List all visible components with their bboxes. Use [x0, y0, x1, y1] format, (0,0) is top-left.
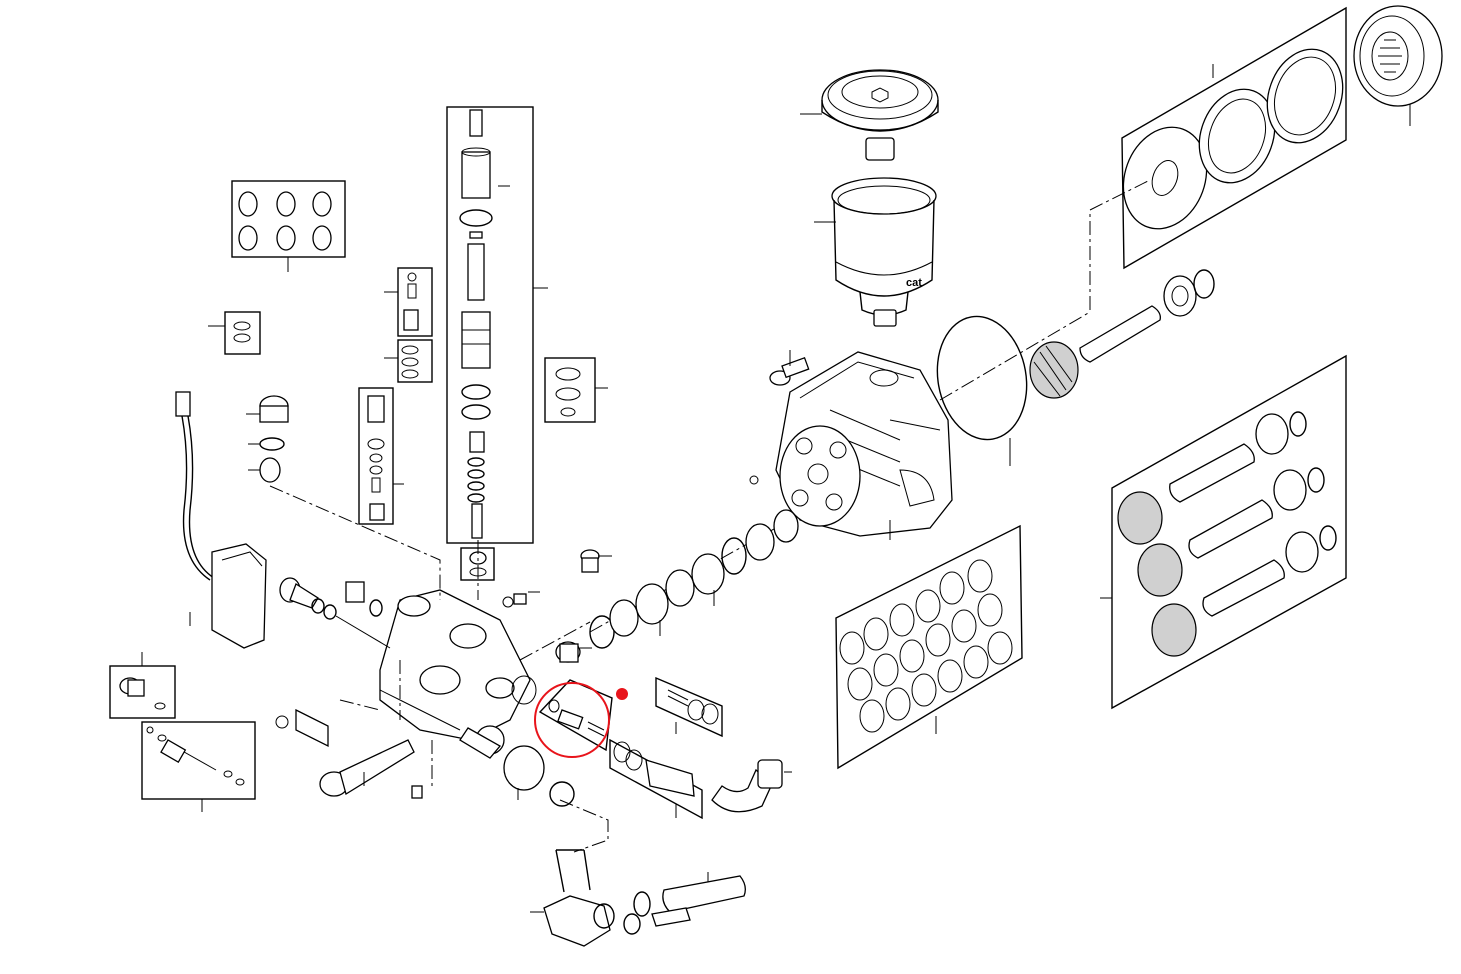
inlet-valve[interactable]	[555, 641, 592, 663]
screw-washer[interactable]	[502, 591, 540, 608]
packing-seal-stack[interactable]	[589, 475, 799, 649]
assembly-guide-lines	[269, 485, 609, 853]
nozzle-set-box[interactable]	[231, 180, 346, 272]
pressure-switch[interactable]	[189, 543, 267, 649]
plunger-spring-kit[interactable]	[1100, 354, 1347, 710]
outlet-fitting-kit[interactable]	[609, 738, 703, 820]
check-valve-kit[interactable]	[538, 679, 613, 752]
brand-logo: cat	[906, 277, 922, 289]
label-plate[interactable]	[275, 708, 329, 748]
cap-nut[interactable]	[246, 395, 289, 483]
hose-section[interactable]	[651, 872, 746, 927]
elbow-fitting[interactable]	[711, 759, 792, 813]
bolt-long[interactable]	[319, 739, 415, 797]
o-ring-trio-box[interactable]	[384, 339, 433, 383]
pump-manifold[interactable]	[379, 589, 537, 741]
crankcase-bolt[interactable]	[769, 350, 810, 386]
valve-spring-kit[interactable]	[655, 676, 723, 738]
valve-seat-box[interactable]	[384, 267, 433, 337]
wiring-harness[interactable]	[175, 391, 215, 581]
marker-dot	[616, 688, 628, 700]
bypass-valve-box[interactable]	[141, 721, 256, 812]
seal-kit-box[interactable]	[835, 524, 1023, 770]
assembly-axis-line	[1089, 179, 1151, 310]
seal-disc-kit[interactable]	[1110, 6, 1356, 270]
hose-clamp[interactable]	[623, 891, 651, 935]
small-screw[interactable]	[411, 785, 423, 799]
drain-plug[interactable]	[580, 549, 612, 573]
inlet-adapter[interactable]	[530, 849, 615, 947]
sight-glass-housing[interactable]: cat	[814, 177, 937, 327]
crankcase-o-ring[interactable]	[928, 309, 1036, 466]
thermal-relief-valve[interactable]	[109, 652, 176, 719]
plunger-rod[interactable]	[1029, 269, 1215, 399]
inlet-fitting[interactable]	[459, 725, 575, 807]
o-ring-pair-box[interactable]	[208, 311, 261, 355]
oil-fill-cap[interactable]	[800, 69, 939, 161]
check-valve-box[interactable]	[358, 387, 404, 525]
unloader-stem[interactable]	[279, 577, 391, 649]
unloader-valve-box[interactable]	[446, 106, 548, 544]
seal-ring-box[interactable]	[544, 357, 608, 423]
highlight-circle	[534, 682, 610, 758]
crankcase[interactable]	[775, 351, 953, 540]
bearing-cover[interactable]	[1353, 5, 1443, 126]
crank-axis-line	[939, 311, 1091, 401]
